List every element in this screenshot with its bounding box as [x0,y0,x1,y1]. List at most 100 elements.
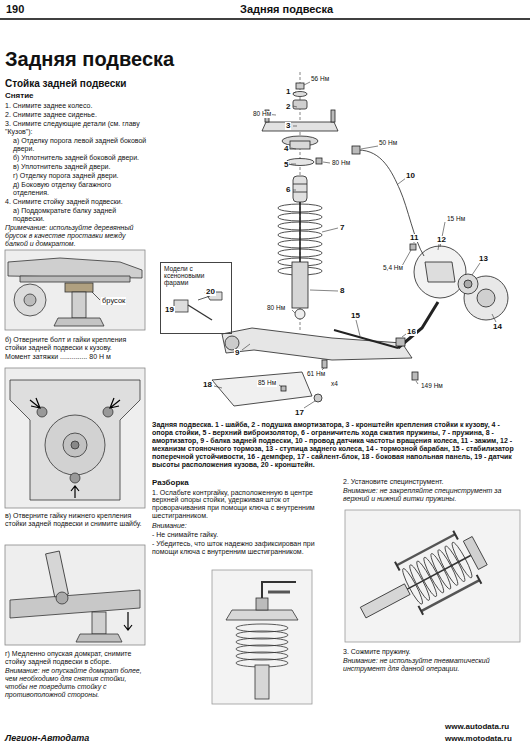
spring-compressor-figure [345,510,520,642]
spring-compressor-figure [400,567,425,606]
torque-value: 15 Нм [446,216,466,223]
torque-value: 80 Нм [266,305,286,312]
callout-number: 3 [285,122,291,130]
step-text: - Убедитесь, что шток надежно зафиксиров… [152,540,332,556]
callout-number: 15 [350,312,361,320]
torque-spec: Момент затяжки .............. 80 Н м [5,353,147,361]
step-text: г) Медленно опуская домкрат, снимите сто… [5,650,147,666]
strut-lower-figure [56,592,68,604]
callout-number: 12 [436,236,447,244]
suspension-exploded-view [414,246,466,298]
spring-compressor-figure [442,544,467,583]
strut-top-figure [30,398,40,408]
height-sensor-figure [198,296,210,300]
leader-line [242,344,250,350]
suspension-exploded-view [212,72,508,408]
callout-number: 14 [492,323,503,331]
suspension-exploded-view [295,309,305,319]
suspension-exploded-view [410,244,416,250]
height-sensor-figure [174,300,188,312]
jack-figure [20,276,130,282]
suspension-exploded-view [292,262,308,308]
strut-top-figure [103,407,113,417]
torque-value: 50 Нм [378,140,398,147]
suspension-exploded-view [358,150,424,256]
suspension-exploded-view [425,262,455,282]
callout-number: 2 [285,103,291,111]
warning-text: Внимание: не закрепляйте специнструмент … [343,487,520,503]
suspension-exploded-view [293,192,307,193]
suspension-exploded-view [293,92,307,97]
suspension-exploded-view [299,202,301,262]
loosen-nut-figure [255,665,269,699]
callout-number: 6 [285,186,291,194]
spring-compressor-figure [397,534,480,611]
callout-number: 5 [283,161,289,169]
suspension-exploded-view [412,372,418,380]
suspension-exploded-view [322,360,327,368]
suspension-exploded-view [477,289,495,307]
leader-line [293,126,297,127]
leader-line [361,146,378,149]
suspension-exploded-view [352,146,360,154]
suspension-exploded-view [286,159,314,166]
spring-compressor-figure [428,552,453,591]
suspension-exploded-view [458,274,478,294]
page-number: 190 [6,3,24,15]
image-label: брусок [101,297,126,305]
step-text: д) Боковую отделку багажного отделения. [13,181,147,197]
spring-compressor-figure [414,560,439,599]
step-text: 2. Снимите заднее сиденье. [5,111,147,119]
leader-line [304,401,315,408]
callout-number: 7 [339,224,345,232]
leader-line [492,314,496,322]
header-rule [0,19,530,20]
strut-top-figure [45,415,105,475]
leader-line [356,320,360,336]
callout-number: 9 [234,349,240,357]
strut-top-figure [5,368,145,508]
leader-line [214,386,222,388]
spring-compressor-figure [360,584,410,618]
leader-line [402,250,411,266]
step-text: г) Отделку порога задней двери. [13,172,147,180]
website-url: www.motodata.ru [445,734,512,743]
page-title: Задняя подвеска [5,48,174,71]
spring-compressor-figure [463,537,487,570]
subheading: Разборка [152,478,332,487]
jack-figure [14,284,46,316]
callout-number: 11 [409,234,419,242]
leader-line [438,244,439,250]
loosen-nut-figure [262,582,296,598]
strut-top-figure [10,380,140,500]
step-text: в) Отверните гайку нижнего крепления сто… [5,512,147,528]
warning-text: Внимание: не опускайте домкрат более, че… [5,667,147,699]
strut-top-figure [71,441,79,449]
step-text: 3. Снимите следующие детали (см. главу "… [5,120,147,136]
loosen-nut-figure [256,598,268,610]
step-text: б) Уплотнитель задней боковой двери. [13,154,147,162]
torque-value: 85 Нм [257,380,277,387]
suspension-exploded-view [396,338,405,346]
callout-number: 16 [406,328,417,336]
callout-number: 20 [205,288,216,296]
suspension-exploded-view [314,394,322,402]
torque-value: 5,4 Нм [382,265,404,272]
warning-text: Внимание: не используйте пневматический … [343,657,520,673]
spring-compressor-figure [349,524,494,639]
suspension-exploded-view [464,276,508,320]
inset-heading: Модели с ксеноновыми фарами [164,265,228,286]
callout-number: 17 [294,409,305,417]
spring-compressor-figure [345,510,520,642]
spring-compressor-figure [400,541,474,606]
subheading: Снятие [5,91,147,100]
strut-top-figure [63,433,87,457]
suspension-exploded-view [464,280,472,288]
callout-number: 19 [164,306,175,314]
leader-line [416,381,418,384]
leader-line [214,82,496,408]
jack-figure [24,294,36,306]
strut-lower-figure [5,545,145,645]
leader-line [291,148,296,149]
loosen-nut-figure [268,591,290,594]
